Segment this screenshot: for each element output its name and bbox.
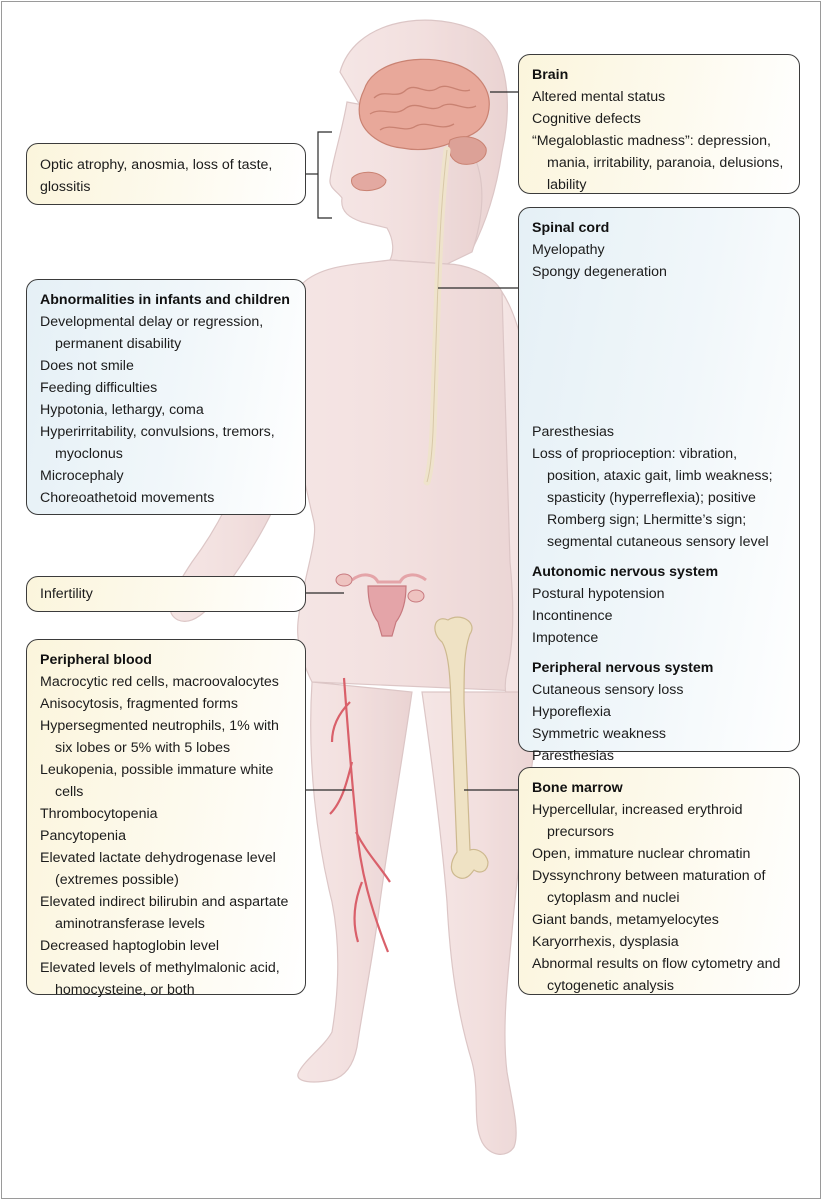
spinal-cord-item: Myelopathy [532, 242, 605, 258]
bone-marrow-item: Giant bands, metamyelocytes [532, 912, 719, 928]
brain-item: “Megaloblastic madness”: depression, man… [532, 133, 784, 193]
uterus-illustration [335, 573, 427, 637]
infants-callout: Abnormalities in infants and children De… [26, 279, 306, 515]
peripheral-blood-item: Leukopenia, possible immature white cell… [40, 762, 274, 800]
brain-item: Altered mental status [532, 89, 666, 105]
optic-list: Optic atrophy, anosmia, loss of taste, g… [40, 154, 293, 198]
infertility-item: Infertility [40, 586, 93, 602]
brain-title: Brain [532, 67, 569, 83]
spinal-cord-item: Loss of proprioception: vibration, posit… [532, 446, 773, 550]
peripheral-ns-item: Cutaneous sensory loss [532, 682, 684, 698]
bone-marrow-item: Karyorrhexis, dysplasia [532, 934, 679, 950]
bone-marrow-item: Abnormal results on flow cytometry and c… [532, 956, 781, 994]
peripheral-blood-item: Pancytopenia [40, 828, 126, 844]
infants-item: Microcephaly [40, 468, 124, 484]
peripheral-blood-item: Anisocytosis, fragmented forms [40, 696, 238, 712]
infants-item: Does not smile [40, 358, 134, 374]
peripheral-blood-callout: Peripheral blood Macrocytic red cells, m… [26, 639, 306, 998]
infertility-list: Infertility [40, 583, 293, 605]
peripheral-ns-item: Symmetric weakness [532, 726, 667, 742]
peripheral-ns-item: Paresthesias [532, 748, 615, 764]
infants-item: Hypotonia, lethargy, coma [40, 402, 204, 418]
infants-item: Feeding difficulties [40, 380, 158, 396]
brain-callout: Brain Altered mental status Cognitive de… [518, 54, 800, 194]
peripheral-blood-item: Elevated levels of methylmalonic acid, h… [40, 960, 280, 998]
optic-callout: Optic atrophy, anosmia, loss of taste, g… [26, 143, 306, 205]
spinal-cord-title: Spinal cord [532, 220, 610, 236]
bone-marrow-item: Open, immature nuclear chromatin [532, 846, 751, 862]
peripheral-ns-list: Cutaneous sensory loss Hyporeflexia Symm… [532, 679, 787, 767]
spinal-cord-item: Spongy degeneration [532, 264, 667, 280]
infertility-callout: Infertility [26, 576, 306, 612]
bone-marrow-callout: Bone marrow Hypercellular, increased ery… [518, 767, 800, 995]
peripheral-blood-item: Decreased haptoglobin level [40, 938, 220, 954]
spinal-cord-list-bottom: Paresthesias Loss of proprioception: vib… [532, 421, 787, 553]
brain-item: Cognitive defects [532, 111, 641, 127]
infants-list: Developmental delay or regression, perma… [40, 311, 293, 509]
bone-marrow-list: Hypercellular, increased erythroid precu… [532, 799, 787, 997]
infants-item: Hyperirritability, convulsions, tremors,… [40, 424, 275, 462]
spinal-cord-callout: Spinal cord Myelopathy Spongy degenerati… [518, 207, 800, 764]
spinal-cord-item: Paresthesias [532, 424, 615, 440]
bone-marrow-title: Bone marrow [532, 780, 623, 796]
bone-marrow-item: Dyssynchrony between maturation of cytop… [532, 868, 766, 906]
bone-marrow-item: Hypercellular, increased erythroid precu… [532, 802, 743, 840]
peripheral-blood-title: Peripheral blood [40, 652, 152, 668]
peripheral-blood-item: Hypersegmented neutrophils, 1% with six … [40, 718, 279, 756]
infants-title: Abnormalities in infants and children [40, 292, 290, 308]
autonomic-item: Incontinence [532, 608, 613, 624]
blood-vessel-illustration [329, 677, 391, 953]
autonomic-list: Postural hypotension Incontinence Impote… [532, 583, 787, 649]
autonomic-item: Postural hypotension [532, 586, 665, 602]
peripheral-blood-item: Elevated indirect bilirubin and aspartat… [40, 894, 289, 932]
peripheral-ns-title: Peripheral nervous system [532, 660, 714, 676]
spinal-cord-list-top: Myelopathy Spongy degeneration [532, 239, 787, 283]
infants-item: Choreoathetoid movements [40, 490, 215, 506]
peripheral-blood-item: Thrombocytopenia [40, 806, 158, 822]
infants-item: Developmental delay or regression, perma… [40, 314, 264, 352]
female-body-silhouette [169, 19, 560, 1155]
optic-item: Optic atrophy, anosmia, loss of taste, g… [40, 157, 273, 195]
peripheral-blood-item: Macrocytic red cells, macroovalocytes [40, 674, 279, 690]
autonomic-item: Impotence [532, 630, 599, 646]
brain-list: Altered mental status Cognitive defects … [532, 86, 787, 196]
brain-illustration [351, 58, 490, 191]
femur-illustration [434, 616, 489, 879]
cross-section-spacer [532, 283, 787, 421]
peripheral-blood-list: Macrocytic red cells, macroovalocytes An… [40, 671, 293, 1001]
autonomic-title: Autonomic nervous system [532, 564, 719, 580]
peripheral-ns-item: Hyporeflexia [532, 704, 611, 720]
peripheral-blood-item: Elevated lactate dehydrogenase level (ex… [40, 850, 276, 888]
